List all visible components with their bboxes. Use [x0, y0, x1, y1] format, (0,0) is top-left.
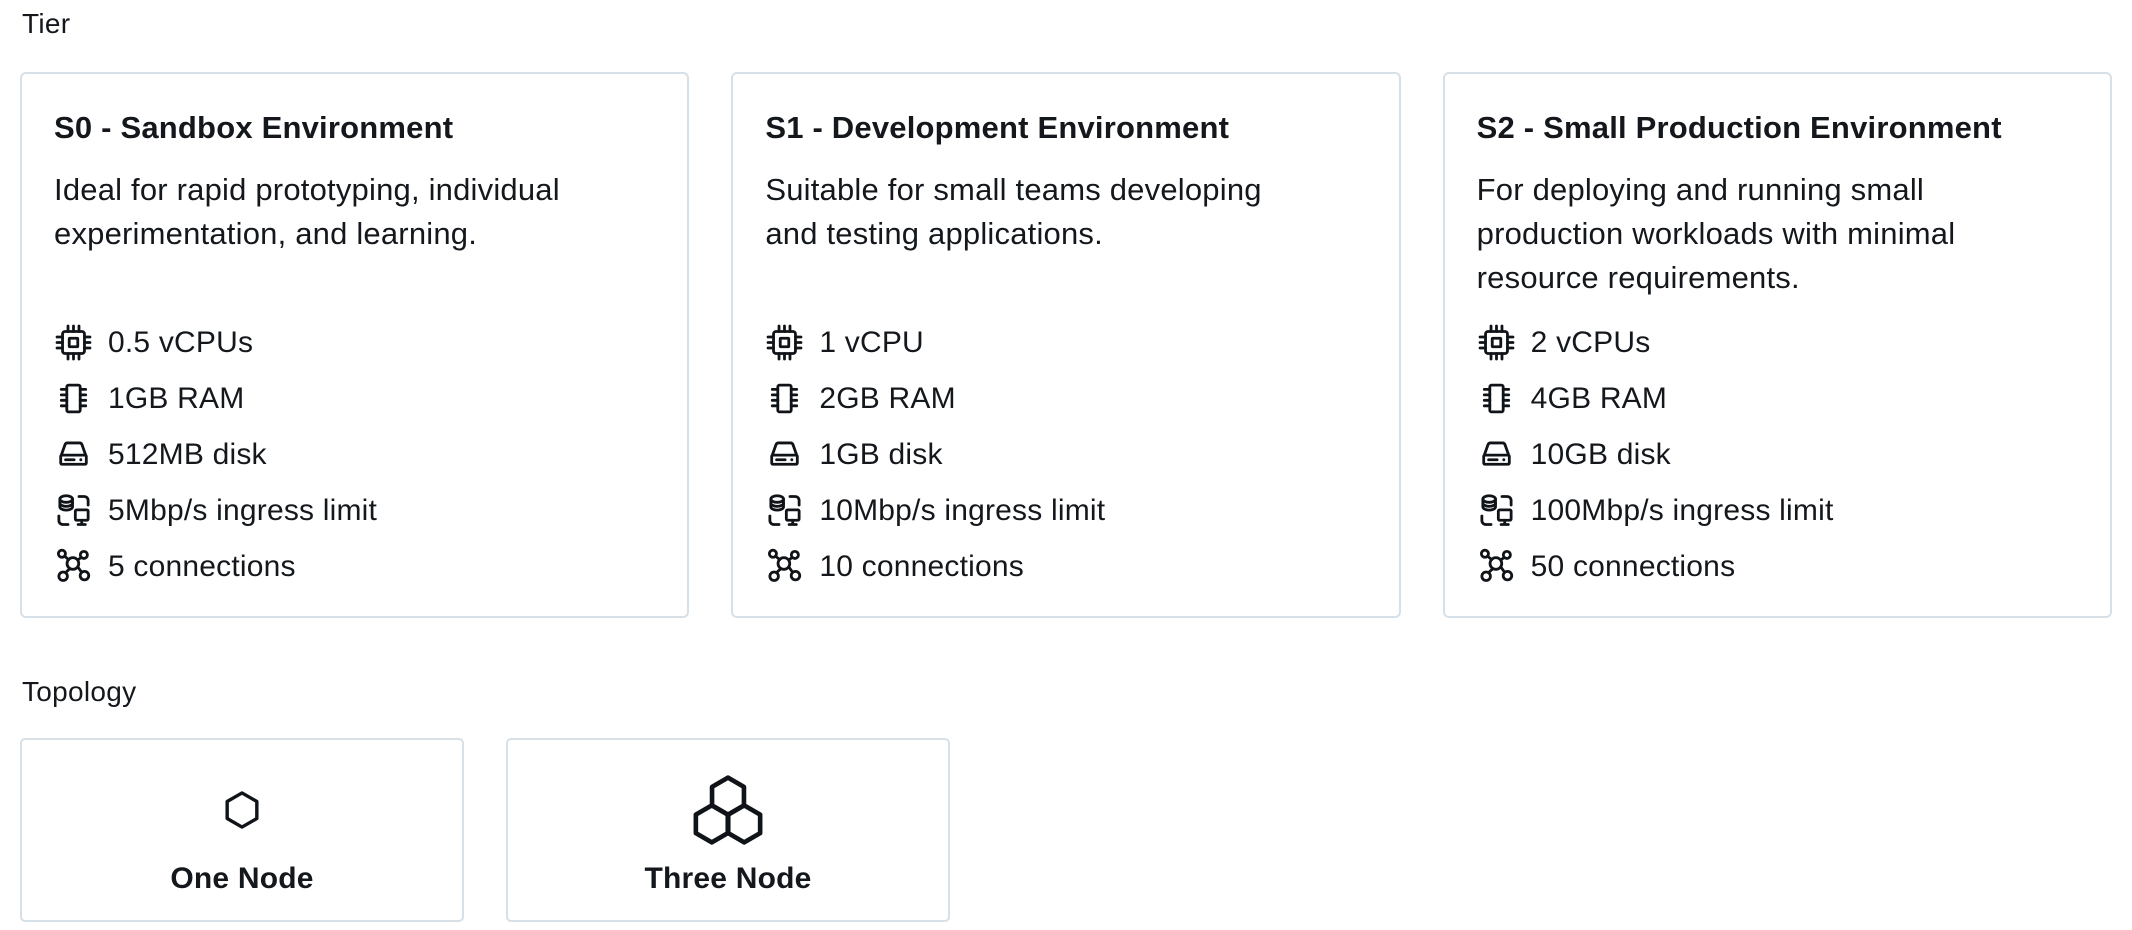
ingress-icon	[1477, 491, 1516, 530]
topology-icon-wrap	[691, 758, 765, 862]
tier-card-title: S1 - Development Environment	[765, 110, 1230, 145]
tier-card-spec-list: 2 vCPUs 4GB RAM 10GB disk 100Mbp/s ingre…	[1477, 323, 2078, 586]
tier-card-s2[interactable]: S2 - Small Production Environment For de…	[1442, 72, 2112, 618]
spec-label: 10 connections	[819, 549, 1024, 583]
tier-card-s0[interactable]: S0 - Sandbox Environment Ideal for rapid…	[20, 72, 690, 618]
spec-row-ingress: 10Mbp/s ingress limit	[765, 491, 1366, 530]
spec-row-ram: 4GB RAM	[1477, 379, 2078, 418]
spec-label: 100Mbp/s ingress limit	[1530, 493, 1834, 527]
cpu-icon	[1477, 323, 1516, 362]
spec-row-disk: 10GB disk	[1477, 435, 2078, 474]
spec-label: 5 connections	[108, 549, 296, 583]
tier-card-title: S0 - Sandbox Environment	[54, 110, 454, 145]
spec-row-connections: 5 connections	[54, 547, 655, 586]
tier-card-spec-list: 1 vCPU 2GB RAM 1GB disk 10Mbp/s ingress …	[765, 323, 1366, 586]
cpu-icon	[765, 323, 804, 362]
spec-row-connections: 10 connections	[765, 547, 1366, 586]
spec-label: 0.5 vCPUs	[108, 325, 254, 359]
one-node-icon	[221, 789, 263, 831]
connections-icon	[1477, 547, 1516, 586]
tier-card-spec-list: 0.5 vCPUs 1GB RAM 512MB disk 5Mbp/s ingr…	[54, 323, 655, 586]
disk-icon	[54, 435, 93, 474]
spec-row-connections: 50 connections	[1477, 547, 2078, 586]
spec-label: 5Mbp/s ingress limit	[108, 493, 378, 527]
ram-icon	[1477, 379, 1516, 418]
topology-section-label: Topology	[22, 676, 137, 707]
ingress-icon	[54, 491, 93, 530]
spec-row-disk: 512MB disk	[54, 435, 655, 474]
spec-row-ram: 2GB RAM	[765, 379, 1366, 418]
topology-option-label: One Node	[170, 862, 314, 895]
tier-card-s1[interactable]: S1 - Development Environment Suitable fo…	[731, 72, 1401, 618]
spec-row-disk: 1GB disk	[765, 435, 1366, 474]
spec-label: 50 connections	[1530, 549, 1736, 583]
spec-label: 2GB RAM	[819, 381, 956, 415]
spec-row-cpu: 2 vCPUs	[1477, 323, 2078, 362]
spec-row-cpu: 0.5 vCPUs	[54, 323, 655, 362]
tier-options-row: S0 - Sandbox Environment Ideal for rapid…	[20, 72, 2112, 618]
connections-icon	[54, 547, 93, 586]
spec-label: 10GB disk	[1530, 437, 1671, 471]
spec-row-ram: 1GB RAM	[54, 379, 655, 418]
topology-icon-wrap	[221, 758, 263, 862]
tier-card-title: S2 - Small Production Environment	[1476, 110, 2002, 145]
ram-icon	[54, 379, 93, 418]
tier-section-label: Tier	[22, 8, 71, 39]
topology-card-three-node[interactable]: Three Node	[506, 738, 950, 922]
three-node-icon	[691, 773, 765, 847]
tier-card-description: Suitable for small teams developing and …	[765, 172, 1262, 252]
tier-card-description: Ideal for rapid prototyping, individual …	[54, 172, 560, 252]
ingress-icon	[765, 491, 804, 530]
spec-row-ingress: 5Mbp/s ingress limit	[54, 491, 655, 530]
topology-card-one-node[interactable]: One Node	[20, 738, 464, 922]
disk-icon	[765, 435, 804, 474]
disk-icon	[1477, 435, 1516, 474]
cpu-icon	[54, 323, 93, 362]
spec-label: 1GB disk	[819, 437, 943, 471]
spec-row-cpu: 1 vCPU	[765, 323, 1366, 362]
topology-option-label: Three Node	[644, 862, 812, 895]
spec-label: 512MB disk	[108, 437, 267, 471]
spec-label: 1GB RAM	[108, 381, 245, 415]
spec-label: 4GB RAM	[1530, 381, 1668, 415]
spec-label: 2 vCPUs	[1530, 325, 1651, 359]
spec-row-ingress: 100Mbp/s ingress limit	[1477, 491, 2078, 530]
ram-icon	[765, 379, 804, 418]
spec-label: 10Mbp/s ingress limit	[819, 493, 1106, 527]
topology-options-row: One Node Three Node	[20, 738, 2112, 922]
tier-card-description: For deploying and running small producti…	[1476, 172, 1956, 296]
spec-label: 1 vCPU	[819, 325, 924, 359]
connections-icon	[765, 547, 804, 586]
